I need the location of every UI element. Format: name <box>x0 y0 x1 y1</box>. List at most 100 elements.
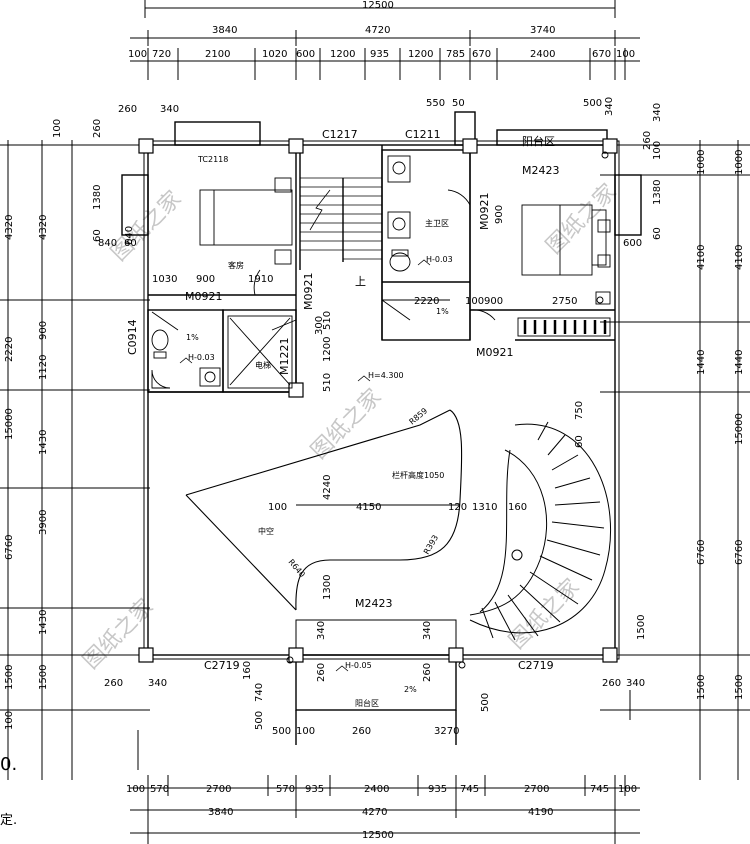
elevator-label: 电梯 <box>255 360 271 370</box>
watermark: 图纸之家 <box>542 179 622 259</box>
note-fragment: 0. <box>0 754 17 775</box>
dim-stair: 510 <box>322 311 333 330</box>
dim-room: 1030 <box>152 274 177 285</box>
dim-stair: 300 <box>314 316 325 335</box>
dim-right-inner: 600 <box>623 238 642 249</box>
dim-right: 4100 <box>734 245 745 270</box>
dim-right: 4100 <box>696 245 707 270</box>
dim-bottom: 100 <box>126 784 145 795</box>
dim-bottom: 745 <box>460 784 479 795</box>
dim-bath: 2750 <box>552 296 577 307</box>
dim-right: 1000 <box>734 150 745 175</box>
door-m0921: M0921 <box>302 273 315 311</box>
note-fragment: 定. <box>0 813 17 828</box>
balcony-bottom-label: 阳台区 <box>355 698 379 708</box>
dim-right: 1440 <box>696 350 707 375</box>
window-tc2118: TC2118 <box>197 155 228 164</box>
dim-bath: 100 <box>465 296 484 307</box>
slope-label: 1% <box>436 307 449 316</box>
dim-misc: 50 <box>452 98 465 109</box>
dim-top2: 785 <box>446 49 465 60</box>
dim-bath: 2220 <box>414 296 439 307</box>
dim-balcony: 160 <box>242 661 253 680</box>
guest-bed <box>199 189 293 246</box>
dim-room: 900 <box>196 274 215 285</box>
dim-right: 6760 <box>696 540 707 565</box>
dim-bottom: 570 <box>276 784 295 795</box>
dim-bottom2: 3840 <box>208 807 233 818</box>
dim-balcony: 740 <box>254 683 265 702</box>
door-m0921: M0921 <box>478 193 491 231</box>
dim-bottom2: 4270 <box>362 807 387 818</box>
dim-stair: 510 <box>322 373 333 392</box>
radius-r859: R859 <box>408 406 430 426</box>
dim-top2: 100 <box>616 49 635 60</box>
dim-left-inner: 100 <box>52 119 63 138</box>
dim-void: 1310 <box>472 502 497 513</box>
dim-overall-bottom: 12500 <box>362 830 394 841</box>
dim-top: 4720 <box>365 25 390 36</box>
dim-bottom: 2700 <box>206 784 231 795</box>
dim-left: 15000 <box>4 408 15 440</box>
columns <box>138 138 618 663</box>
watermark: 图纸之家 <box>107 186 187 266</box>
watermark: 图纸之家 <box>505 574 585 654</box>
dim-top2: 1200 <box>330 49 355 60</box>
door-m2423-top: M2423 <box>522 164 560 177</box>
dim-void: 1300 <box>322 575 333 600</box>
spiral-stair <box>469 421 612 641</box>
dim-overall-top: 12500 <box>362 0 394 11</box>
dim-bath: 900 <box>494 205 505 224</box>
dim-bottom: 2700 <box>524 784 549 795</box>
dim-balcony: 260 <box>422 663 433 682</box>
dim-left-inner: 1500 <box>38 665 49 690</box>
dim-left: 100 <box>4 711 15 730</box>
window-c1211: C1211 <box>405 128 441 141</box>
dim-left: 4320 <box>38 215 49 240</box>
dim-balcony: 100 <box>296 726 315 737</box>
dim-bottom: 570 <box>150 784 169 795</box>
dim-left-inner: 1120 <box>38 355 49 380</box>
dim-balcony: 260 <box>316 663 327 682</box>
dim-room: 1910 <box>248 274 273 285</box>
dim-balcony: 260 <box>104 678 123 689</box>
elevation-balcony: H-0.05 <box>345 661 372 670</box>
balcony-top-label: 阳台区 <box>522 134 555 148</box>
dim-bottom: 100 <box>618 784 637 795</box>
dim-misc: 340 <box>604 97 615 116</box>
door-m2423-bottom: M2423 <box>355 597 393 610</box>
dim-right: 15000 <box>734 413 745 445</box>
dim-void: 160 <box>508 502 527 513</box>
door-m1221: M1221 <box>278 338 291 376</box>
labels: C1217 C1211 阳台区 M2423 TC2118 主卫区 M0921 M… <box>0 128 560 828</box>
dimension-texts: 12500 3840 4720 3740 100 720 2100 1020 6… <box>4 0 745 841</box>
slope-balcony: 2% <box>404 685 417 694</box>
slope-label: 1% <box>186 333 199 342</box>
dim-void: 4150 <box>356 502 381 513</box>
dim-top2: 600 <box>296 49 315 60</box>
dim-top2: 1020 <box>262 49 287 60</box>
dim-stair-spiral: 750 <box>574 401 585 420</box>
dim-left: 1500 <box>4 665 15 690</box>
dim-right: 1440 <box>734 350 745 375</box>
dim-balcony: 1500 <box>636 615 647 640</box>
dim-balcony: 340 <box>316 621 327 640</box>
dim-right-inner: 60 <box>652 227 663 240</box>
dim-balcony: 3270 <box>434 726 459 737</box>
door-m0921: M0921 <box>476 346 514 359</box>
radius-r640: R640 <box>286 558 306 580</box>
rail-height-label: 栏杆高度1050 <box>392 470 444 480</box>
dim-top2: 720 <box>152 49 171 60</box>
dim-stair: 1200 <box>322 337 333 362</box>
dim-left-inner: 900 <box>38 321 49 340</box>
dim-bath: 900 <box>484 296 503 307</box>
dim-left-inner: 1430 <box>38 430 49 455</box>
dim-bottom: 935 <box>305 784 324 795</box>
dim-top2: 670 <box>592 49 611 60</box>
dim-left: 6760 <box>4 535 15 560</box>
dim-top2: 100 <box>128 49 147 60</box>
wardrobe <box>517 317 611 337</box>
elevation-bath-left: H-0.03 <box>188 353 215 362</box>
